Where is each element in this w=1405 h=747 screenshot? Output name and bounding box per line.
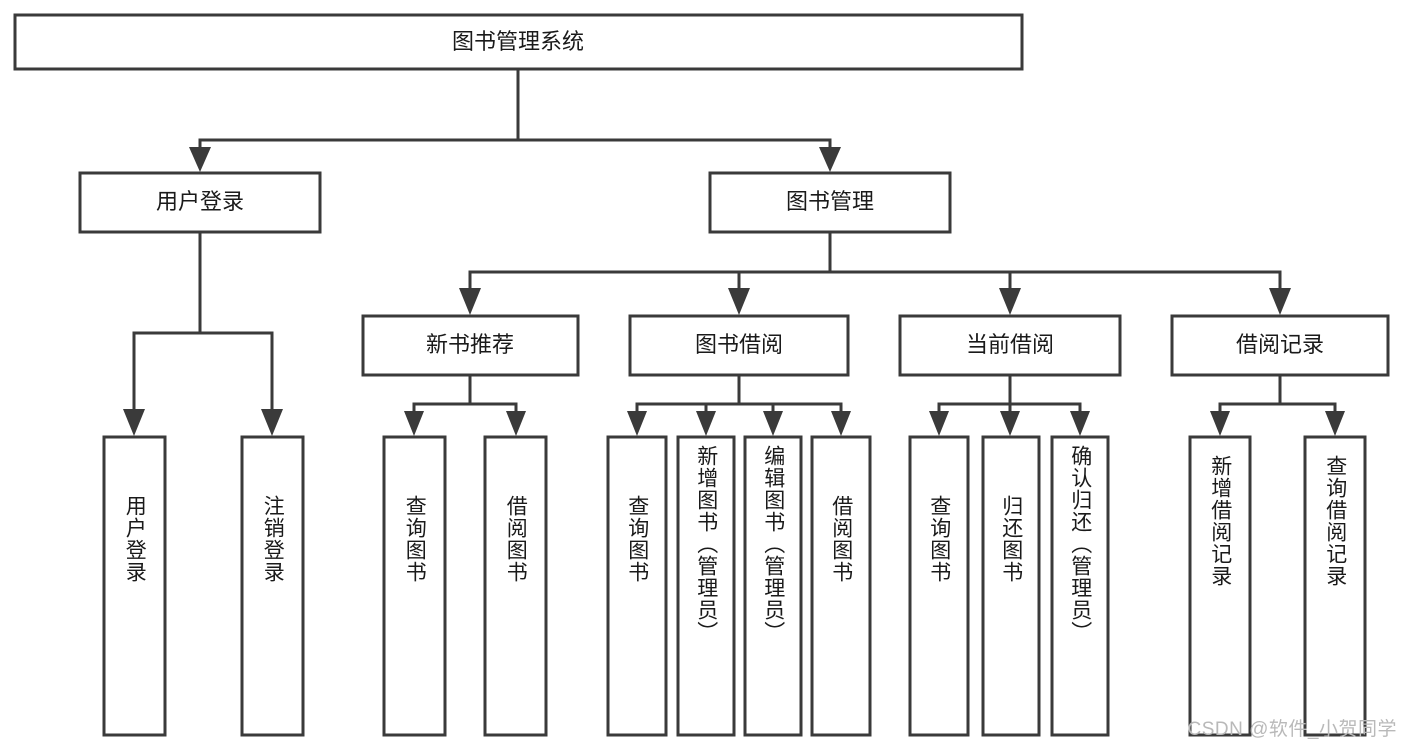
arrowhead-rec-leaf-2 xyxy=(506,411,526,436)
arrowhead-book-borrow xyxy=(728,288,750,315)
leaf-borrow-edit-book-admin[interactable] xyxy=(743,435,803,737)
node-user-login[interactable] xyxy=(78,171,322,234)
arrowhead-borrow-leaf-1 xyxy=(627,411,647,436)
node-root[interactable] xyxy=(13,13,1024,71)
node-new-book-recommend-label: 新书推荐 xyxy=(426,332,514,357)
leaf-rec-borrow-book[interactable] xyxy=(483,435,548,737)
arrowhead-borrow-leaf-3 xyxy=(763,411,783,436)
arrowhead-current-leaf-3 xyxy=(1070,411,1090,436)
node-book-management-label: 图书管理 xyxy=(786,189,874,214)
leaf-record-add[interactable] xyxy=(1188,435,1252,737)
arrowhead-rec-leaf-1 xyxy=(404,411,424,436)
node-book-management[interactable] xyxy=(708,171,952,234)
arrowhead-borrow-leaf-2 xyxy=(696,411,716,436)
node-book-borrow[interactable] xyxy=(628,314,850,377)
node-borrow-record[interactable] xyxy=(1170,314,1390,377)
node-current-borrow-label: 当前借阅 xyxy=(966,332,1054,357)
node-current-borrow[interactable] xyxy=(898,314,1122,377)
arrowhead-borrow-leaf-4 xyxy=(831,411,851,436)
arrowhead-leaf-logout xyxy=(261,409,283,436)
arrowhead-record-leaf-1 xyxy=(1210,411,1230,436)
node-layer: 图书管理系统 用户登录 图书管理 新书推荐 图书借阅 当前借阅 借阅记录 xyxy=(13,13,1390,737)
leaf-borrow-query-book[interactable] xyxy=(606,435,668,737)
node-root-label: 图书管理系统 xyxy=(452,29,584,54)
arrowhead-current-leaf-1 xyxy=(929,411,949,436)
leaf-logout[interactable] xyxy=(240,435,305,737)
node-borrow-record-label: 借阅记录 xyxy=(1236,332,1324,357)
leaf-rec-query-book[interactable] xyxy=(382,435,447,737)
arrowhead-new-book-rec xyxy=(459,288,481,315)
connector-layer xyxy=(123,67,1345,436)
leaf-user-login[interactable] xyxy=(102,435,167,737)
leaf-current-confirm-return-admin[interactable] xyxy=(1050,435,1110,737)
node-book-borrow-label: 图书借阅 xyxy=(695,332,783,357)
arrowhead-current-leaf-2 xyxy=(1000,411,1020,436)
arrowhead-leaf-user-login xyxy=(123,409,145,436)
arrowhead-record-leaf-2 xyxy=(1325,411,1345,436)
leaf-borrow-add-book-admin[interactable] xyxy=(676,435,736,737)
arrowhead-current-borrow xyxy=(999,288,1021,315)
leaf-current-query-book[interactable] xyxy=(908,435,970,737)
node-new-book-recommend[interactable] xyxy=(361,314,580,377)
arrowhead-borrow-record xyxy=(1269,288,1291,315)
arrowhead-book-manage xyxy=(819,147,841,172)
leaf-record-query[interactable] xyxy=(1303,435,1367,737)
leaf-current-return-book[interactable] xyxy=(981,435,1041,737)
leaf-borrow-borrow-book[interactable] xyxy=(810,435,872,737)
arrowhead-user-login xyxy=(189,147,211,172)
node-user-login-label: 用户登录 xyxy=(156,189,244,214)
